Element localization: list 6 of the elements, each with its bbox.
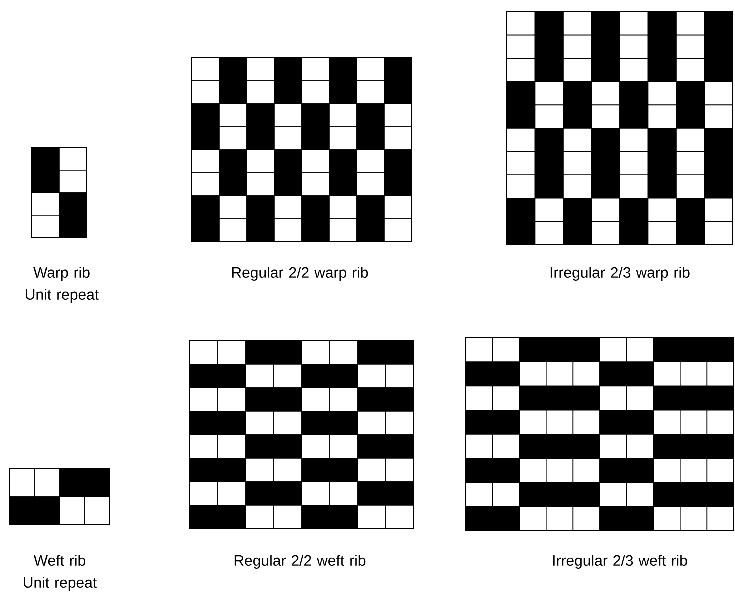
caption: Regular 2/2 weft rib bbox=[234, 555, 366, 569]
caption: Regular 2/2 warp rib bbox=[232, 267, 368, 281]
caption: Irregular 2/3 warp rib bbox=[550, 267, 690, 281]
caption: Irregular 2/3 weft rib bbox=[553, 555, 688, 569]
caption: Weft rib Unit repeat bbox=[24, 555, 97, 591]
caption: Warp rib Unit repeat bbox=[26, 267, 99, 303]
